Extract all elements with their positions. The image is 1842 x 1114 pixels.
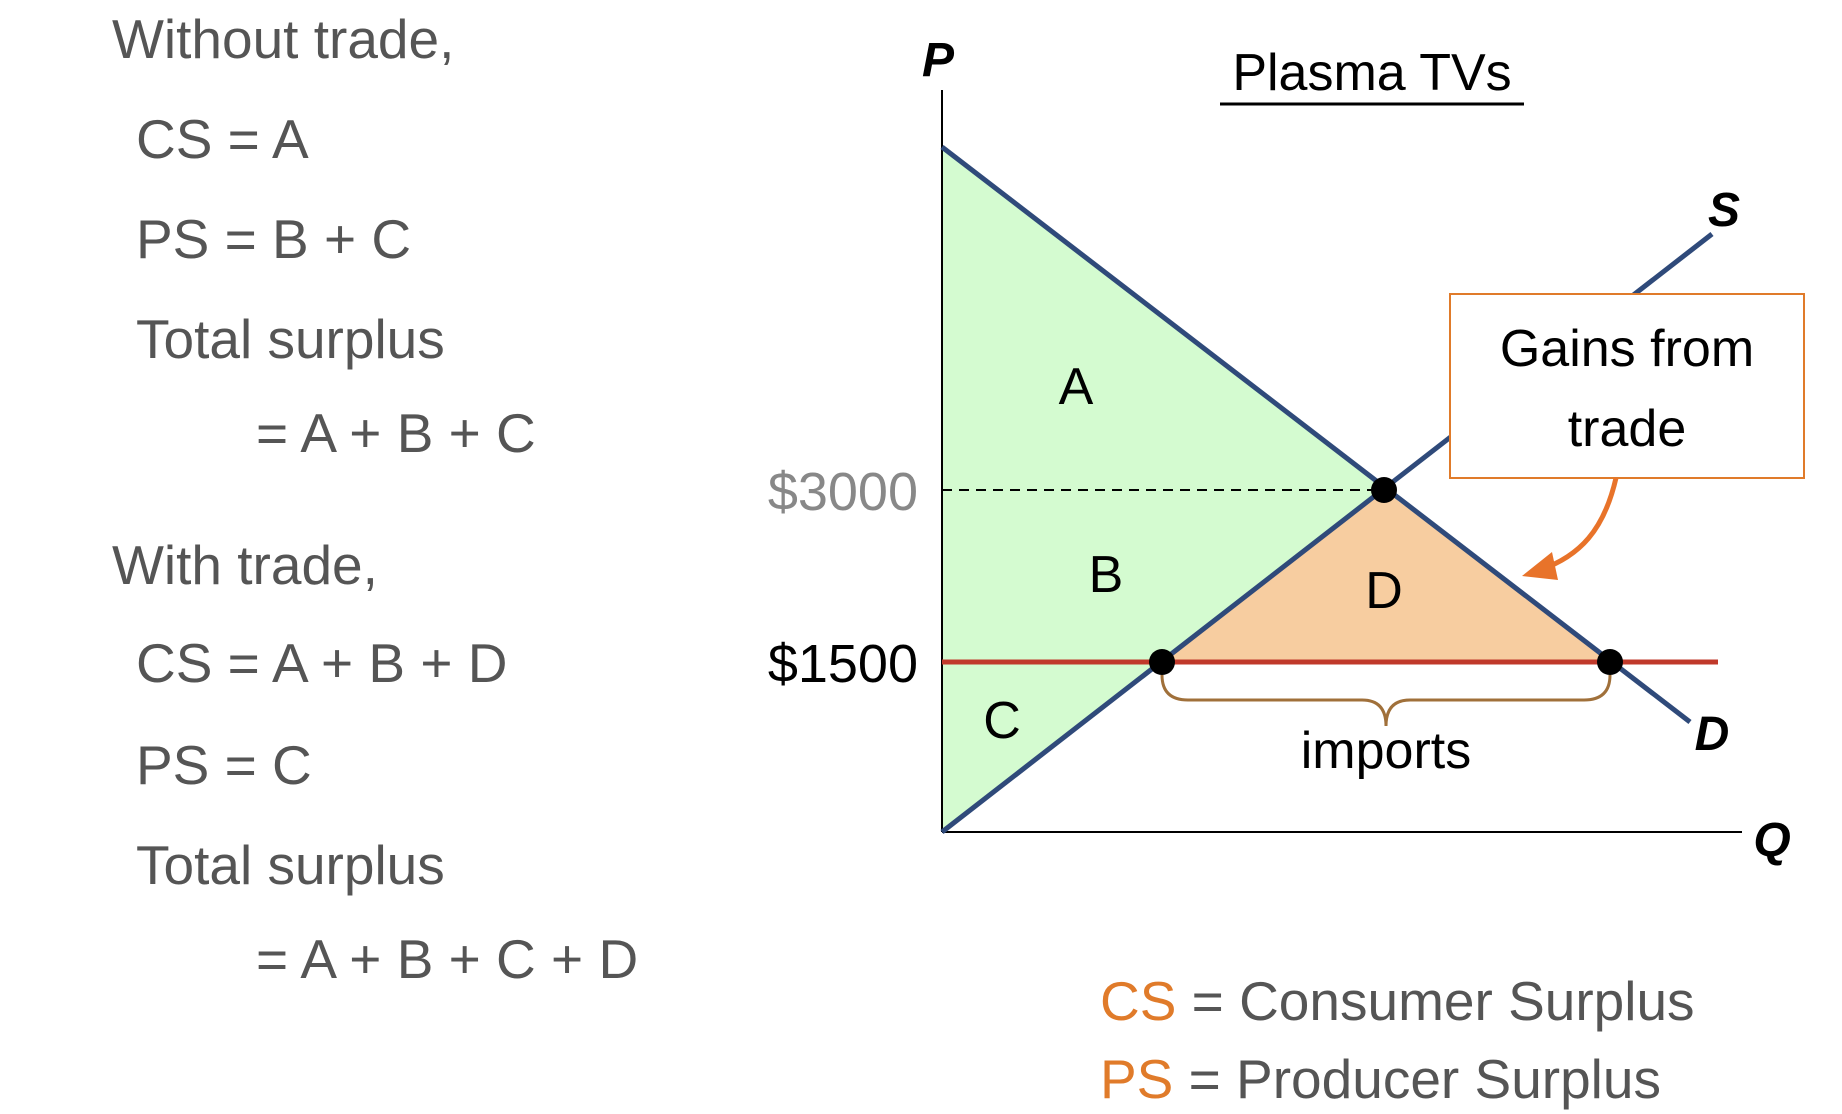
callout-line-2: trade bbox=[1568, 400, 1687, 458]
y-axis-label: P bbox=[922, 34, 955, 87]
with-trade-heading: With trade, bbox=[112, 534, 378, 596]
callout-arrowhead bbox=[1522, 552, 1558, 580]
price-no-trade-label: $3000 bbox=[768, 462, 918, 522]
with-total-label: Total surplus bbox=[136, 834, 445, 896]
gains-region bbox=[1162, 490, 1610, 662]
without-total-value: = A + B + C bbox=[256, 402, 536, 464]
without-cs-line: CS = A bbox=[136, 108, 309, 170]
region-d-label: D bbox=[1365, 562, 1403, 620]
region-c-label: C bbox=[983, 692, 1021, 750]
domestic-demand-point bbox=[1597, 649, 1623, 675]
equilibrium-point bbox=[1371, 477, 1397, 503]
diagram-title: Plasma TVs bbox=[1232, 44, 1511, 102]
region-a-label: A bbox=[1059, 358, 1094, 416]
region-b-label: B bbox=[1089, 546, 1124, 604]
imports-brace bbox=[1160, 674, 1612, 727]
legend-cs: CS = Consumer Surplus bbox=[1100, 974, 1695, 1029]
callout-line-1: Gains from bbox=[1500, 320, 1754, 378]
legend-ps-abbr: PS bbox=[1100, 1048, 1174, 1110]
x-axis-label: Q bbox=[1753, 814, 1790, 867]
with-ps-line: PS = C bbox=[136, 734, 312, 796]
supply-label: S bbox=[1708, 184, 1740, 237]
legend-cs-abbr: CS bbox=[1100, 970, 1177, 1032]
legend-cs-text: = Consumer Surplus bbox=[1176, 970, 1695, 1032]
legend-ps-text: = Producer Surplus bbox=[1173, 1048, 1661, 1110]
demand-label: D bbox=[1695, 708, 1730, 761]
without-total-label: Total surplus bbox=[136, 308, 445, 370]
price-world-label: $1500 bbox=[768, 634, 918, 694]
imports-label: imports bbox=[1301, 722, 1471, 780]
domestic-supply-point bbox=[1149, 649, 1175, 675]
legend-ps: PS = Producer Surplus bbox=[1100, 1052, 1661, 1107]
with-total-value: = A + B + C + D bbox=[256, 928, 639, 990]
with-cs-line: CS = A + B + D bbox=[136, 632, 508, 694]
callout-box bbox=[1449, 293, 1805, 479]
without-trade-heading: Without trade, bbox=[112, 8, 455, 70]
demand-curve bbox=[940, 145, 1692, 724]
without-ps-line: PS = B + C bbox=[136, 208, 412, 270]
